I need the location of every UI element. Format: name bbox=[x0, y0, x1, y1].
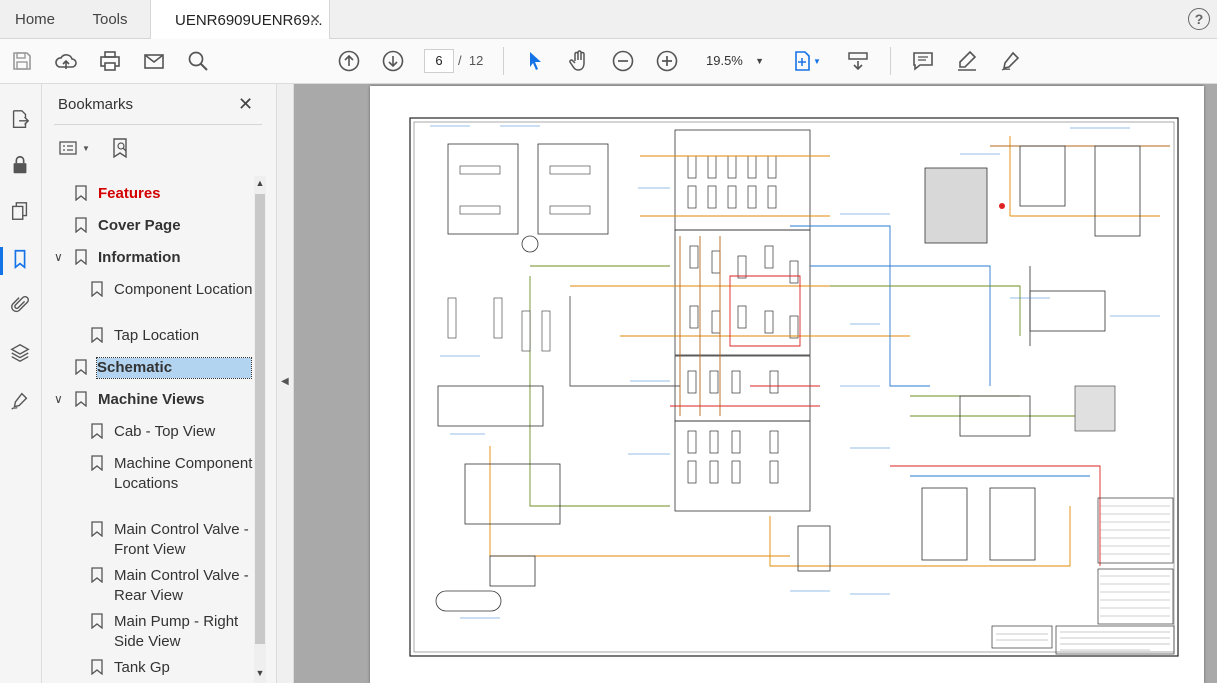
fit-dropdown-icon[interactable]: ▼ bbox=[813, 56, 821, 66]
bookmark-flag-icon bbox=[91, 659, 103, 675]
chevron-down-icon: ▼ bbox=[755, 56, 764, 66]
bookmark-options-button[interactable]: ▼ bbox=[58, 136, 90, 160]
tab-bar: Home Tools UENR6909UENR69... ✕ ? bbox=[0, 0, 1217, 40]
total-pages: 12 bbox=[468, 53, 484, 68]
close-tab-icon[interactable]: ✕ bbox=[309, 11, 321, 27]
bookmark-list: Features Cover Page ∨ Information Compon… bbox=[42, 176, 256, 683]
tab-home[interactable]: Home bbox=[0, 0, 70, 39]
pages-icon[interactable] bbox=[7, 198, 33, 224]
tab-document-label: UENR6909UENR69... bbox=[175, 11, 323, 29]
bookmark-label: Main Control Valve - Front View bbox=[114, 521, 249, 558]
page-number-input[interactable]: 6 bbox=[424, 49, 454, 73]
main-toolbar: 6 / 12 19.5% ▼ ▼ bbox=[0, 39, 1217, 84]
panel-collapse-handle[interactable]: ◀ bbox=[276, 84, 294, 683]
page-count: / 12 bbox=[458, 53, 483, 68]
chevron-down-icon[interactable]: ∨ bbox=[54, 250, 63, 264]
highlight-icon[interactable] bbox=[953, 47, 981, 75]
panel-divider bbox=[54, 124, 262, 125]
active-rail-indicator bbox=[0, 247, 3, 275]
document-viewport[interactable] bbox=[294, 84, 1217, 683]
export-pdf-icon[interactable] bbox=[7, 106, 33, 132]
tab-home-label: Home bbox=[14, 11, 55, 28]
bookmark-label: Cover Page bbox=[98, 217, 181, 234]
pdf-page bbox=[370, 86, 1204, 683]
zoom-select[interactable]: 19.5% ▼ bbox=[700, 49, 770, 73]
zoom-out-icon[interactable] bbox=[609, 47, 637, 75]
scrollbar-thumb[interactable] bbox=[255, 194, 265, 644]
zoom-in-icon[interactable] bbox=[653, 47, 681, 75]
bookmark-label-selected: Schematic bbox=[96, 357, 252, 379]
mail-icon[interactable] bbox=[140, 47, 168, 75]
bookmark-label: Tap Location bbox=[114, 327, 200, 344]
page-down-icon[interactable] bbox=[379, 47, 407, 75]
bookmark-search-icon bbox=[113, 138, 127, 159]
bookmark-flag-icon bbox=[75, 391, 87, 407]
tab-tools-label: Tools bbox=[92, 11, 128, 28]
bookmark-label: Machine Component Locations bbox=[114, 455, 253, 492]
bookmark-label: Tank Gp bbox=[114, 659, 170, 676]
help-icon[interactable]: ? bbox=[1188, 8, 1210, 30]
bookmark-label: Main Control Valve - Rear View bbox=[114, 567, 249, 604]
search-icon[interactable] bbox=[184, 47, 212, 75]
tab-document[interactable]: UENR6909UENR69... ✕ bbox=[150, 0, 330, 40]
bookmark-label: Component Location bbox=[114, 281, 253, 298]
panel-title: Bookmarks bbox=[58, 96, 134, 113]
bookmark-flag-icon bbox=[91, 567, 103, 583]
select-icon[interactable] bbox=[521, 47, 549, 75]
bookmark-flag-icon bbox=[75, 217, 87, 233]
hand-icon[interactable] bbox=[565, 47, 593, 75]
scroll-down-icon[interactable]: ▼ bbox=[255, 668, 265, 678]
cloud-upload-icon[interactable] bbox=[52, 47, 80, 75]
print-icon[interactable] bbox=[96, 47, 124, 75]
page-separator: / bbox=[458, 53, 462, 68]
bookmark-flag-icon bbox=[91, 423, 103, 439]
bookmark-label: Cab - Top View bbox=[114, 423, 216, 440]
bookmarks-panel: Bookmarks ✕ ▼ Features Cover Page ∨ Info… bbox=[42, 84, 276, 683]
zoom-value: 19.5% bbox=[706, 53, 743, 68]
hydraulic-schematic-drawing bbox=[409, 117, 1179, 657]
bookmark-scrollbar[interactable]: ▲ ▼ bbox=[254, 176, 266, 683]
bookmark-flag-icon bbox=[91, 281, 103, 297]
bookmark-label: Machine Views bbox=[98, 391, 205, 408]
bookmark-label: Features bbox=[98, 185, 161, 202]
bookmark-label: Main Pump - Right Side View bbox=[114, 613, 239, 650]
bookmark-flag-icon bbox=[75, 185, 87, 201]
bookmark-icon[interactable] bbox=[7, 246, 33, 272]
list-options-icon bbox=[59, 141, 77, 155]
fit-page-icon[interactable] bbox=[788, 47, 816, 75]
chevron-down-icon[interactable]: ∨ bbox=[54, 392, 63, 406]
bookmark-flag-icon bbox=[75, 359, 87, 375]
bookmark-label: Information bbox=[98, 249, 181, 266]
sign-icon[interactable] bbox=[997, 47, 1025, 75]
bookmark-flag-icon bbox=[91, 327, 103, 343]
bookmark-flag-icon bbox=[91, 521, 103, 537]
collapse-arrow-icon: ◀ bbox=[281, 376, 289, 387]
scroll-mode-icon[interactable] bbox=[844, 47, 872, 75]
save-icon[interactable] bbox=[8, 47, 36, 75]
layers-icon[interactable] bbox=[7, 340, 33, 366]
comment-icon[interactable] bbox=[909, 47, 937, 75]
page-up-icon[interactable] bbox=[335, 47, 363, 75]
toolbar-divider bbox=[890, 47, 891, 75]
bookmark-flag-icon bbox=[91, 455, 103, 471]
signature-icon[interactable] bbox=[7, 388, 33, 414]
attachment-icon[interactable] bbox=[7, 292, 33, 318]
toolbar-divider bbox=[503, 47, 504, 75]
bookmark-flag-icon bbox=[75, 249, 87, 265]
chevron-down-icon: ▼ bbox=[82, 143, 90, 153]
new-bookmark-button[interactable] bbox=[110, 136, 132, 160]
scroll-up-icon[interactable]: ▲ bbox=[255, 178, 265, 188]
close-icon[interactable]: ✕ bbox=[238, 94, 254, 114]
bookmark-flag-icon bbox=[91, 613, 103, 629]
lock-icon[interactable] bbox=[7, 152, 33, 178]
tab-tools[interactable]: Tools bbox=[70, 0, 150, 39]
left-icon-rail bbox=[0, 84, 42, 683]
